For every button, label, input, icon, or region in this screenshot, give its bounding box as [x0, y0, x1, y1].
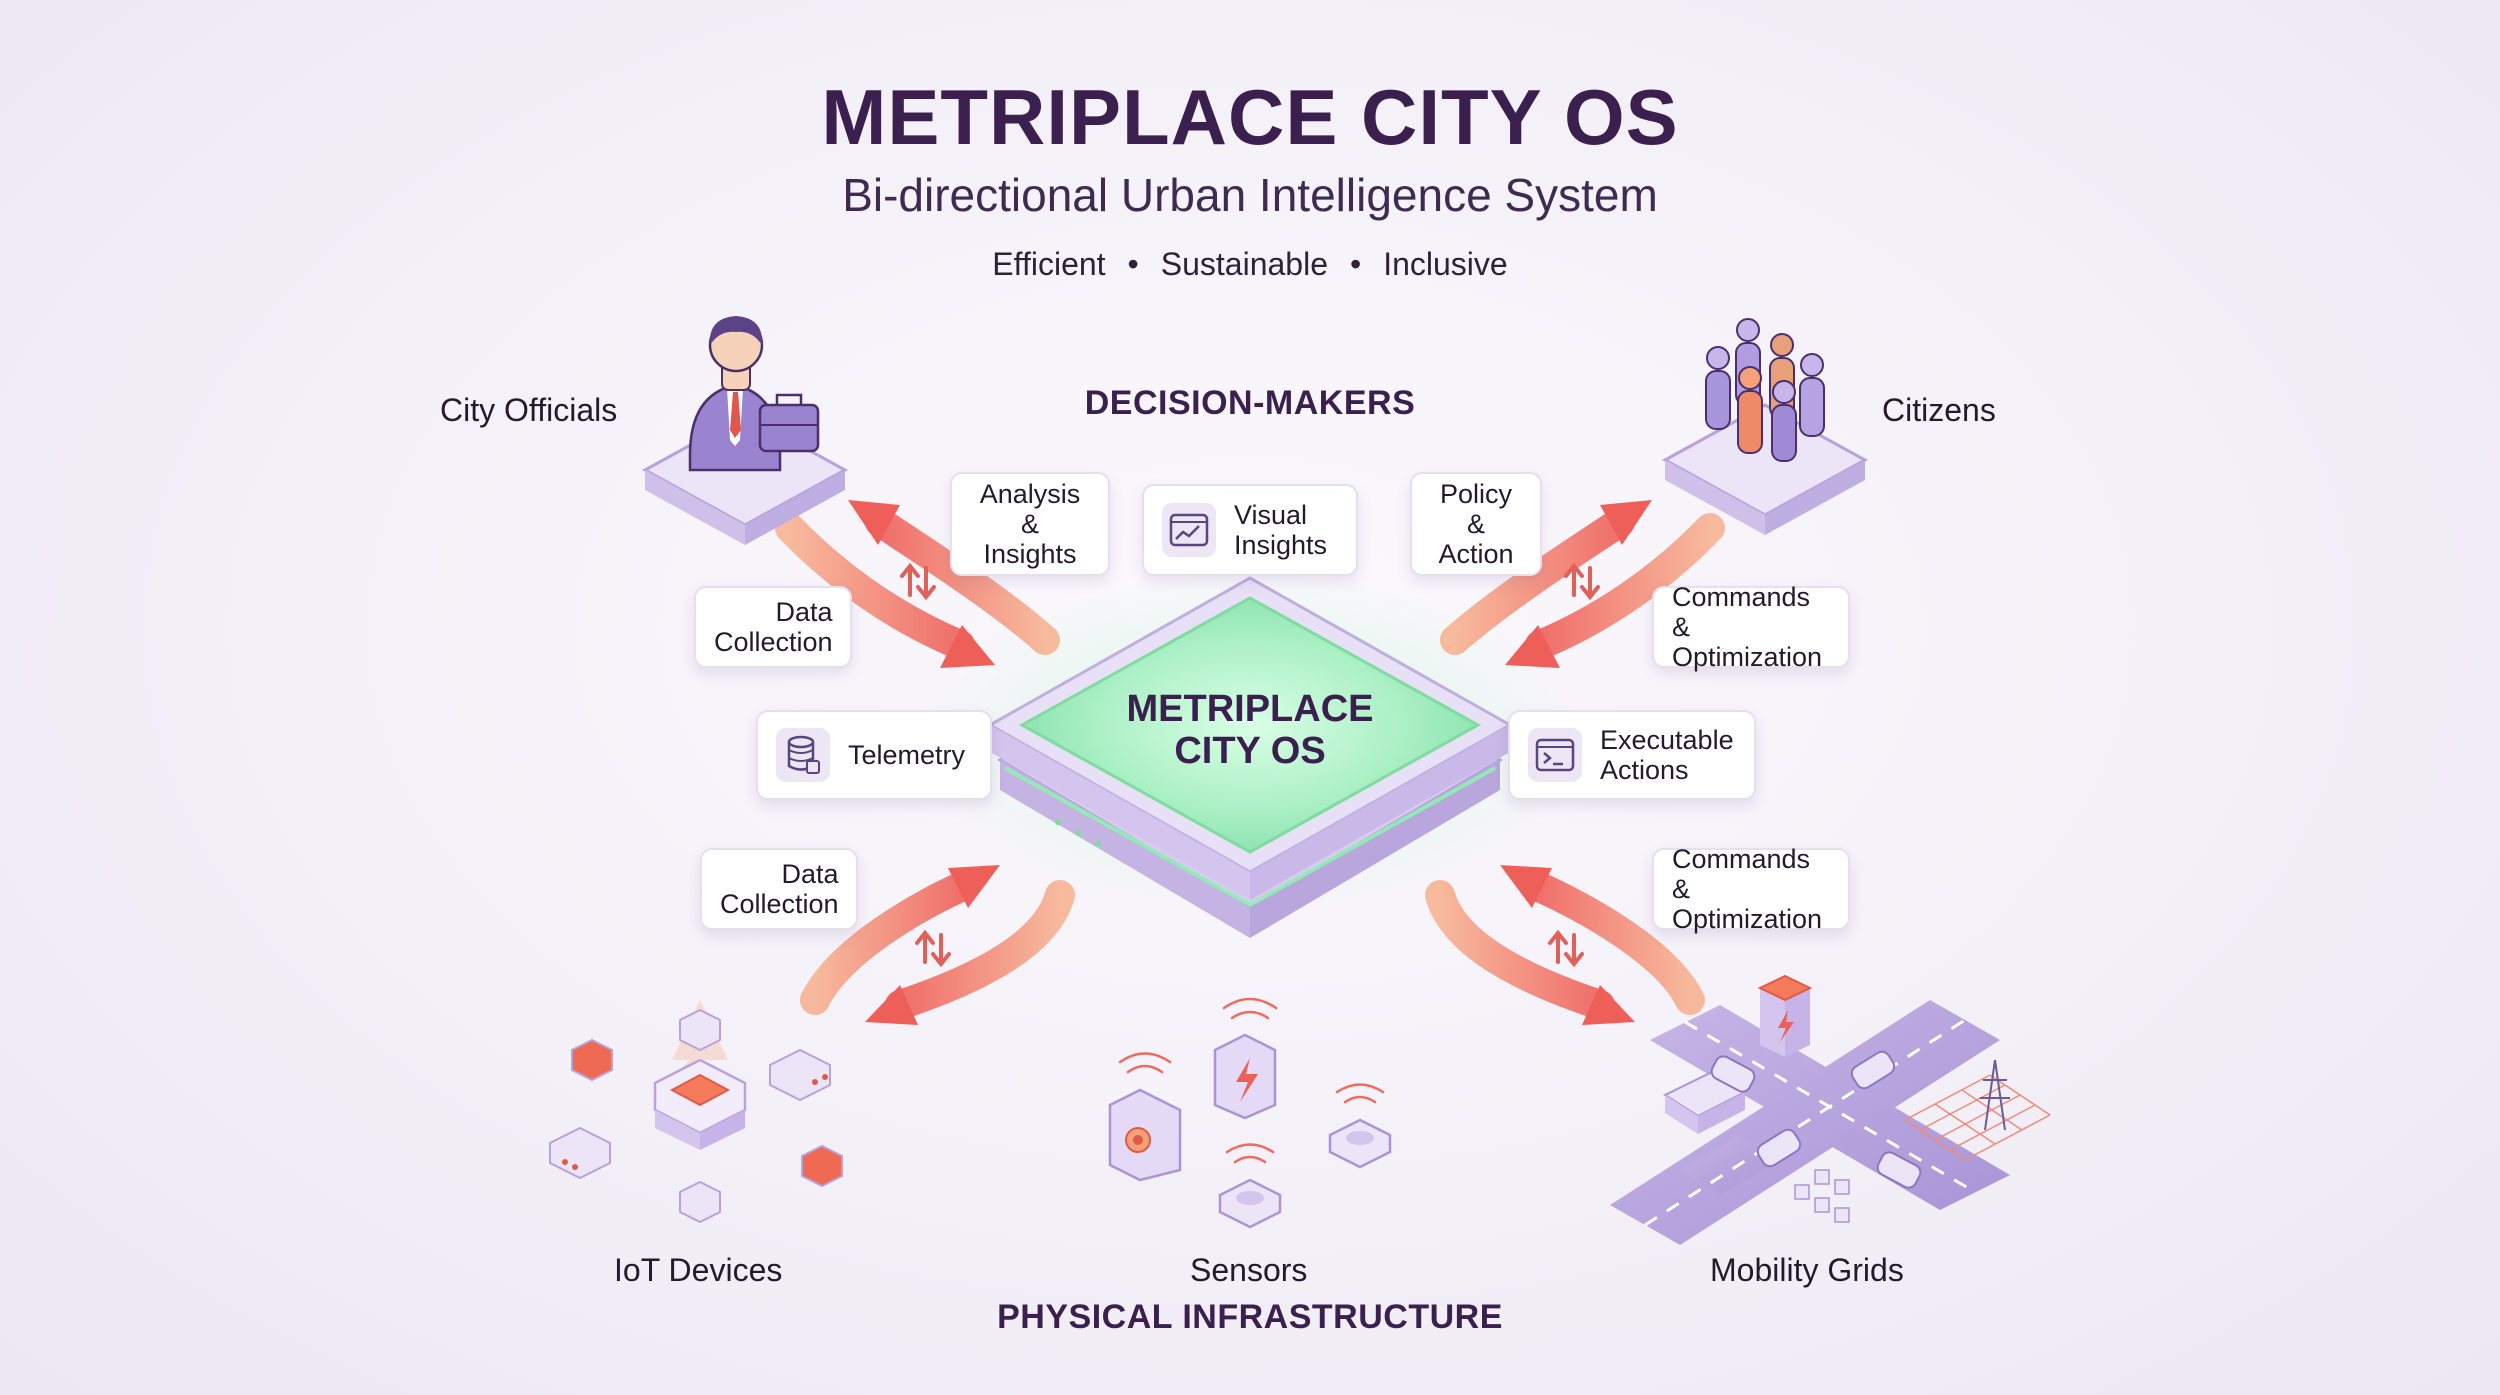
- sensors-cluster: [1108, 997, 1392, 1229]
- card-line: Telemetry: [848, 740, 966, 770]
- card-line: Data: [781, 859, 839, 889]
- card-line: Executable: [1600, 725, 1734, 755]
- tag-separator: •: [1127, 246, 1139, 282]
- label-citizens: Citizens: [1882, 392, 1996, 428]
- chart-window-icon: [1162, 503, 1216, 557]
- card-line: Action: [1438, 539, 1514, 569]
- iot-devices-cluster: [549, 1000, 843, 1224]
- card-line: Actions: [1600, 755, 1689, 785]
- tagline: Efficient • Sustainable • Inclusive: [0, 246, 2500, 283]
- flow-arrows-top-right: [1440, 500, 1725, 668]
- card-line: Insights: [983, 539, 1077, 569]
- page-title: METRIPLACE CITY OS: [821, 73, 1679, 161]
- core-title-line2: CITY OS: [1174, 730, 1326, 772]
- label-mobility-grids: Mobility Grids: [1710, 1252, 1904, 1288]
- mobility-grid-scene: [1610, 974, 2051, 1245]
- card-line: Analysis &: [979, 479, 1081, 539]
- card-line: Optimization: [1672, 904, 1823, 934]
- card-telemetry: Telemetry: [756, 710, 992, 800]
- terminal-icon: [1528, 728, 1582, 782]
- label-sensors: Sensors: [1190, 1252, 1308, 1288]
- core-title-line1: METRIPLACE: [1126, 688, 1374, 730]
- section-physical-infrastructure: PHYSICAL INFRASTRUCTURE: [997, 1298, 1503, 1336]
- card-commands-optimization-top: Commands &Optimization: [1652, 582, 1850, 672]
- page-subtitle: Bi-directional Urban Intelligence System: [842, 169, 1658, 221]
- card-line: Collection: [720, 889, 839, 919]
- card-analysis-insights: Analysis &Insights: [950, 472, 1110, 576]
- tag-separator: •: [1349, 246, 1362, 282]
- citizens-group: [1661, 318, 1869, 535]
- section-decision-makers: DECISION-MAKERS: [1084, 384, 1416, 422]
- card-line: Policy &: [1439, 479, 1513, 539]
- card-line: Optimization: [1672, 642, 1823, 672]
- flow-arrows-bottom-right: [1425, 865, 1705, 1025]
- card-line: Visual: [1234, 500, 1308, 530]
- label-city-officials: City Officials: [440, 392, 618, 428]
- card-commands-optimization-bottom: Commands &Optimization: [1652, 844, 1850, 934]
- bidirectional-arrows-icon: [900, 562, 1600, 968]
- core-title: METRIPLACE CITY OS: [1000, 688, 1500, 772]
- city-official-figure: [641, 316, 849, 545]
- tag-inclusive: Inclusive: [1383, 246, 1508, 282]
- card-line: Collection: [714, 627, 833, 657]
- card-line: Commands &: [1672, 582, 1811, 642]
- card-line: Commands &: [1672, 844, 1811, 904]
- card-policy-action: Policy &Action: [1410, 472, 1542, 576]
- flow-arrows-top-left: [775, 500, 1060, 668]
- database-icon: [776, 728, 830, 782]
- card-line: Insights: [1234, 530, 1328, 560]
- label-iot-devices: IoT Devices: [614, 1252, 783, 1288]
- core-platform: [920, 570, 1580, 938]
- flow-arrows-bottom-left: [800, 865, 1075, 1025]
- tag-efficient: Efficient: [992, 246, 1106, 282]
- tag-sustainable: Sustainable: [1160, 246, 1328, 282]
- card-line: Data: [775, 597, 833, 627]
